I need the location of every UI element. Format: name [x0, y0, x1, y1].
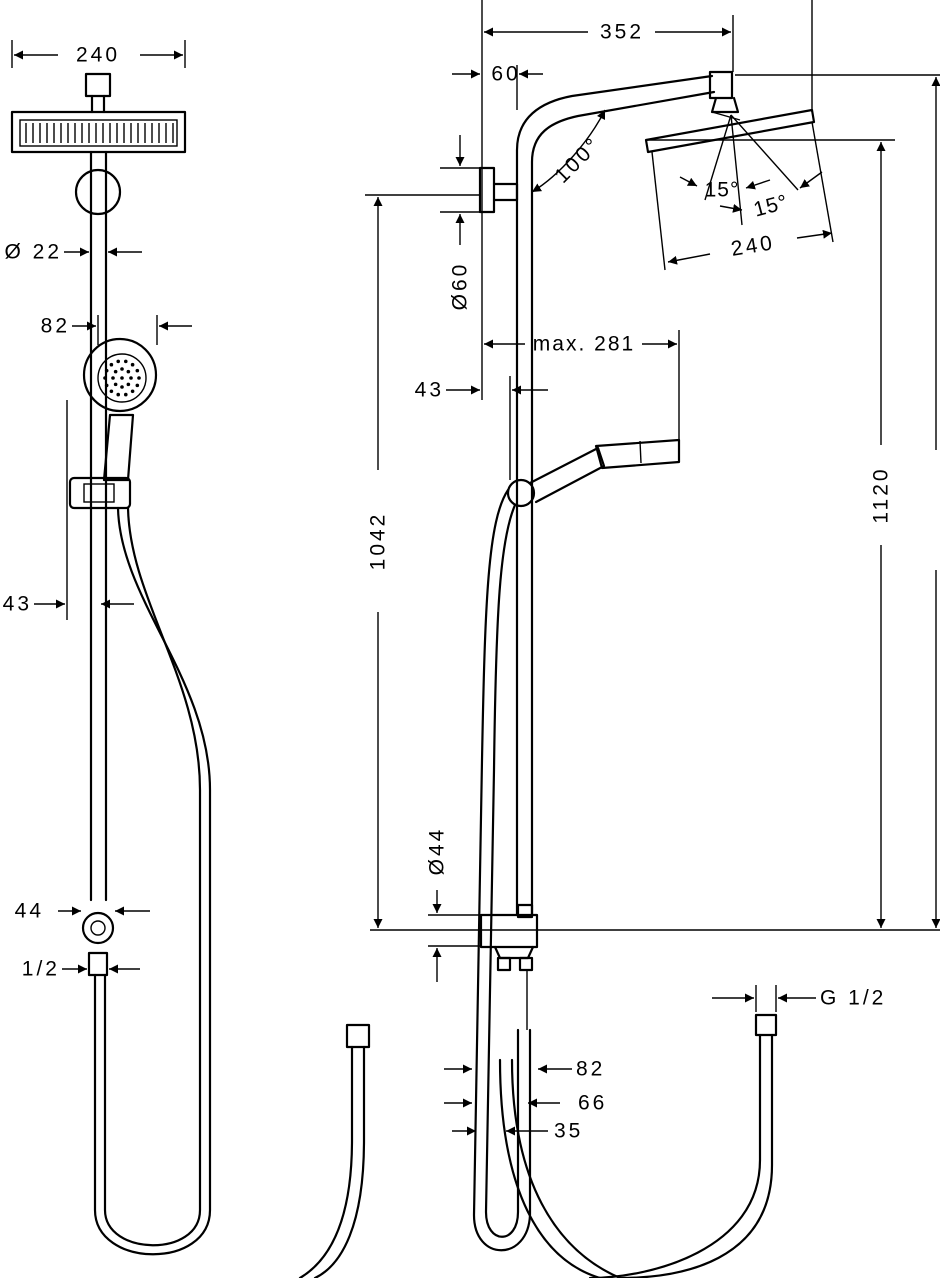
nozzle-dot: [135, 383, 140, 388]
nozzle-dot: [120, 367, 124, 371]
dim-side-depths: 82 66 35: [444, 1058, 607, 1143]
side-loose-hose: [498, 1013, 778, 1278]
front-loose-hose: [298, 1023, 371, 1278]
dim-side-arm-offset: 60: [452, 63, 543, 110]
label-front-outlet-diameter: 44: [15, 900, 44, 923]
nozzle-dot: [129, 376, 133, 380]
dim-side-handshower-reach: max. 281: [484, 330, 680, 440]
dim-front-outlet-diameter: 44: [15, 900, 150, 923]
label-side-rail-height: 1042: [367, 512, 390, 571]
front-overhead-shower: [10, 72, 187, 154]
label-side-head-width: 240: [729, 231, 776, 261]
label-front-thread: 1/2: [22, 958, 60, 981]
front-hand-shower: [82, 337, 158, 482]
front-outlet-elbow: [81, 911, 115, 977]
label-side-arm-angle: 100°: [550, 132, 605, 187]
dim-side-tilt: 15° 15°: [679, 171, 823, 222]
front-view: 240 Ø 22 82 43 44 1/2: [3, 40, 371, 1278]
nozzle-dot: [126, 369, 131, 374]
label-side-depth-2: 66: [578, 1092, 607, 1115]
nozzle-dot: [104, 383, 109, 388]
nozzle-dot: [104, 368, 109, 373]
dim-side-rail-offset: 43: [415, 376, 548, 480]
dim-side-head-height: 1120: [870, 142, 893, 928]
nozzle-dot: [123, 359, 128, 364]
dim-side-total-height: 1208: [931, 77, 940, 928]
dim-front-rail-diameter: Ø 22: [4, 241, 142, 264]
front-wall-bracket: [74, 168, 122, 216]
nozzle-dot: [123, 392, 128, 397]
front-hose: [93, 506, 212, 1256]
dim-front-head-width: 240: [11, 40, 186, 68]
dim-front-thread: 1/2: [22, 958, 140, 981]
nozzle-dot: [130, 362, 135, 367]
label-side-head-height: 1120: [870, 466, 893, 523]
nozzle-dot: [113, 369, 118, 374]
nozzle-dot: [135, 368, 140, 373]
nozzle-dot: [116, 392, 121, 397]
label-front-handshower-width: 82: [41, 315, 70, 338]
side-wall-bracket: [478, 166, 519, 214]
dim-side-arm-angle: 100°: [531, 109, 606, 193]
dim-side-bracket-diameter: Ø60: [440, 135, 480, 310]
nozzle-dot: [109, 362, 114, 367]
dim-front-handshower-width: 82: [41, 315, 192, 345]
label-side-depth-3: 35: [554, 1120, 583, 1143]
label-side-total-height: 1208: [939, 481, 940, 540]
label-side-bracket-diameter: Ø60: [449, 262, 472, 311]
front-rail: [89, 150, 108, 902]
nozzle-dot: [137, 376, 141, 380]
label-side-handshower-reach: max. 281: [533, 333, 635, 356]
nozzle-dot: [120, 385, 124, 389]
label-side-tilt-left: 15°: [705, 179, 740, 202]
nozzle-dot: [120, 376, 124, 380]
front-slider: [68, 476, 132, 510]
side-hose: [472, 488, 532, 1252]
side-mixer-block: [479, 903, 539, 1030]
nozzle-dot: [126, 382, 131, 387]
dim-side-arm-reach: 352: [484, 15, 734, 72]
label-front-rail-diameter: Ø 22: [4, 241, 62, 264]
label-side-arm-reach: 352: [600, 21, 644, 44]
nozzle-dot: [103, 376, 107, 380]
dim-side-head-width: 240: [667, 229, 833, 265]
label-front-rail-offset: 43: [3, 593, 32, 616]
nozzle-dot: [111, 376, 115, 380]
label-side-tilt-right: 15°: [751, 190, 791, 221]
nozzle-dot: [130, 389, 135, 394]
label-side-depth-1: 82: [576, 1058, 605, 1081]
dim-side-hose-thread: G 1/2: [712, 985, 886, 1012]
nozzle-dot: [116, 359, 121, 364]
dim-side-mixer-diameter: Ø44: [426, 827, 481, 982]
nozzle-dot: [113, 382, 118, 387]
dim-front-rail-offset: 43: [3, 400, 134, 620]
label-side-arm-offset: 60: [491, 63, 520, 86]
nozzle-dot: [109, 389, 114, 394]
label-side-hose-thread: G 1/2: [820, 987, 886, 1010]
dim-side-rail-height: 1042: [365, 194, 480, 928]
side-hand-shower: [506, 438, 681, 508]
label-front-head-width: 240: [76, 44, 120, 67]
side-view: 352 60 100° 15° 15° 240: [365, 0, 940, 1278]
label-side-rail-offset: 43: [415, 379, 444, 402]
label-side-mixer-diameter: Ø44: [426, 827, 449, 876]
